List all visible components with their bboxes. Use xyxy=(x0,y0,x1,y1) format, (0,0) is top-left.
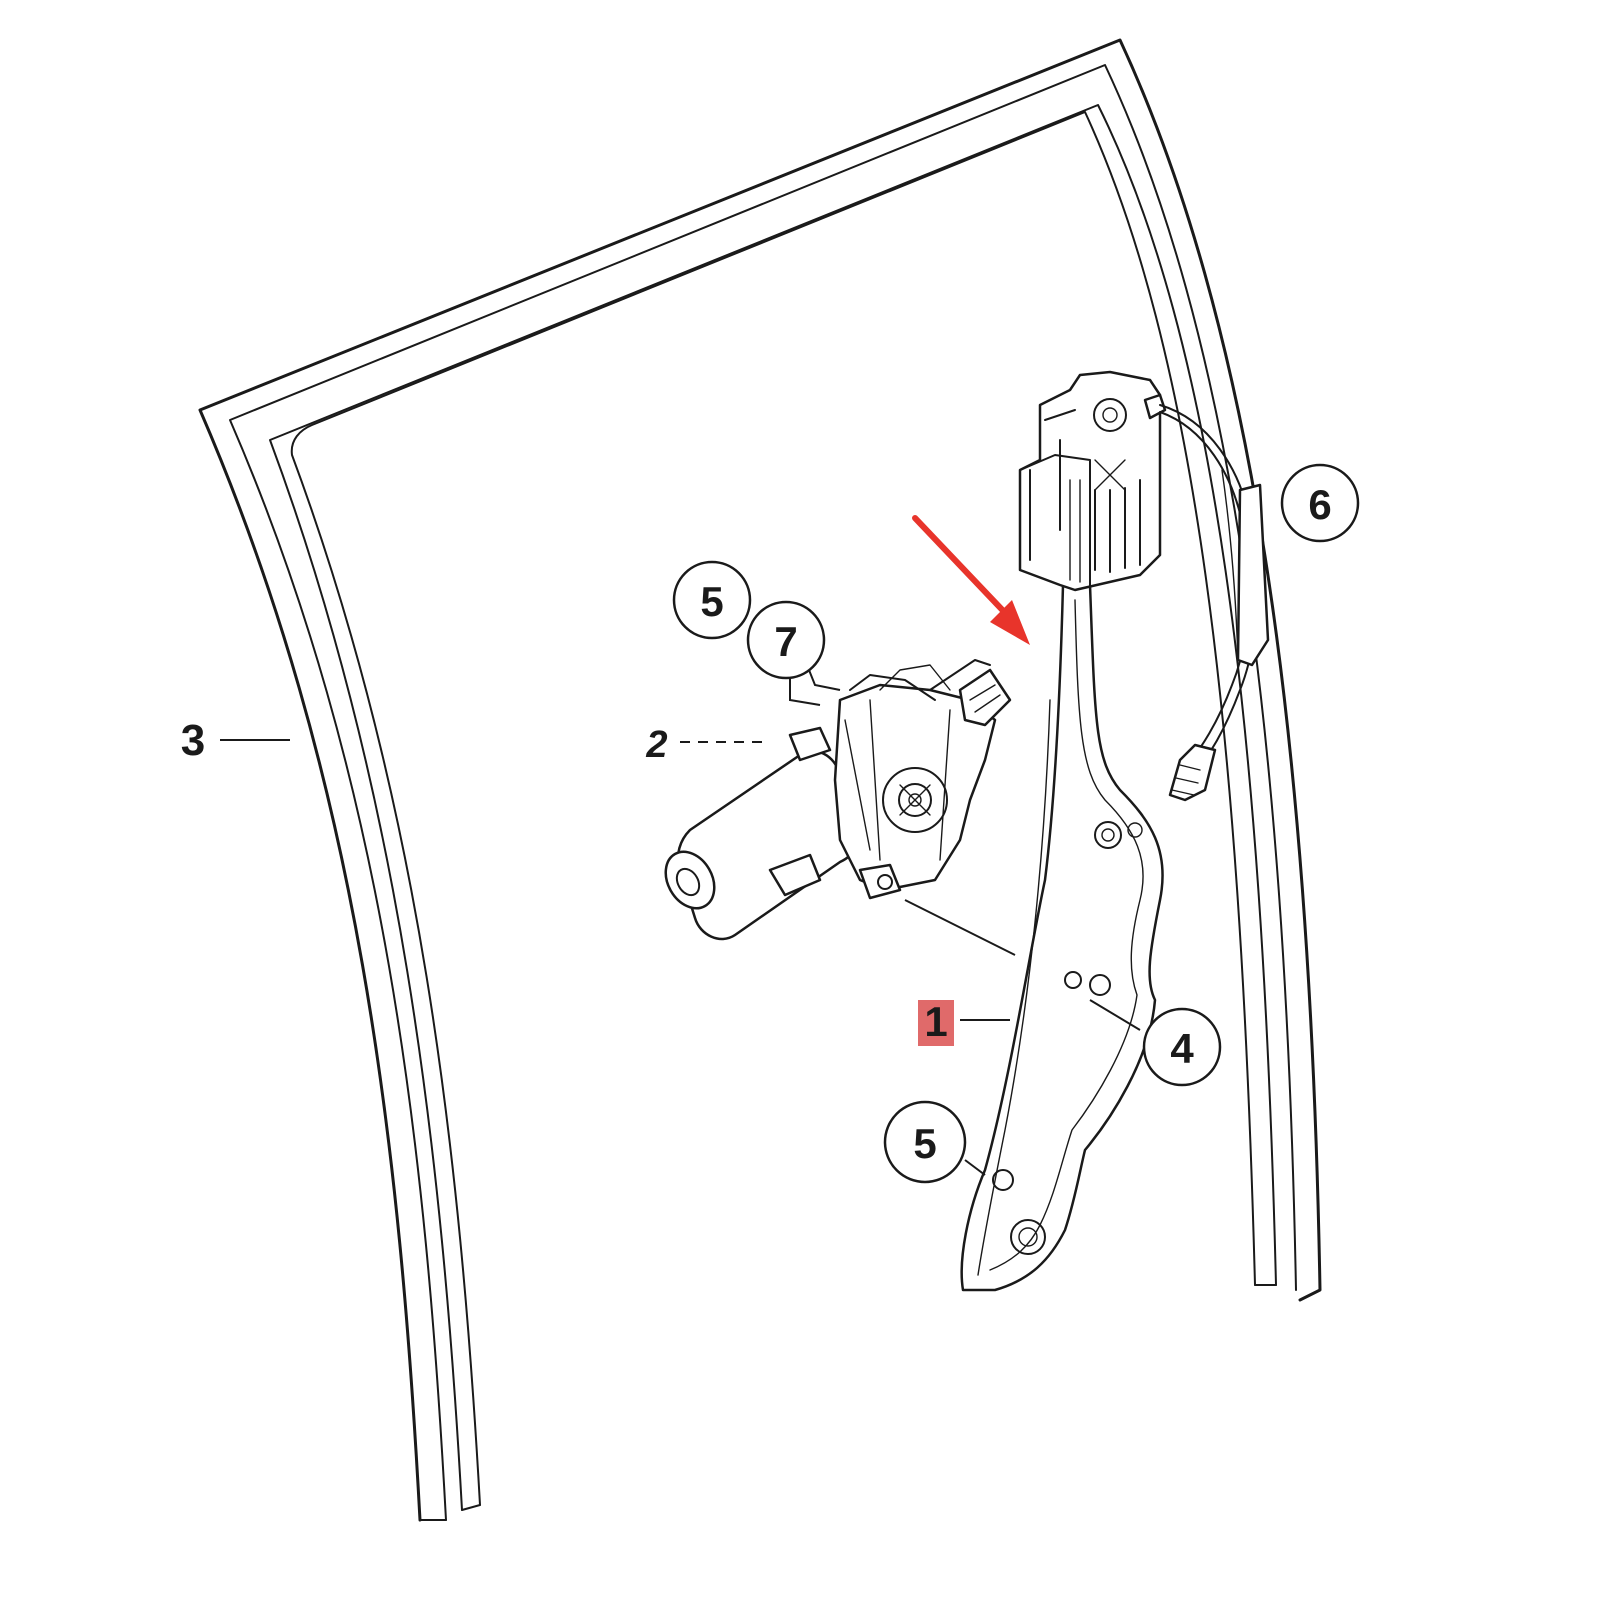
callout-5-top-label: 5 xyxy=(700,578,723,625)
callout-6-label: 6 xyxy=(1308,481,1331,528)
regulator-cable xyxy=(1159,404,1270,802)
callout-7: 7 xyxy=(746,600,826,680)
glass-carrier-block xyxy=(1018,370,1167,592)
red-arrow-icon xyxy=(912,515,1030,645)
callout-4-label: 4 xyxy=(1170,1025,1194,1072)
callout-4: 4 xyxy=(1142,1007,1222,1087)
callout-5-top: 5 xyxy=(672,560,752,640)
regulator-rail xyxy=(960,583,1164,1292)
callout-1-label: 1 xyxy=(924,998,947,1045)
callout-1: 1 xyxy=(918,998,954,1046)
callout-5-bottom: 5 xyxy=(883,1100,967,1184)
door-frame-seal xyxy=(198,38,1322,1522)
callout-2: 2 xyxy=(645,724,667,766)
callout-5-bottom-label: 5 xyxy=(913,1120,936,1167)
callout-1-highlight xyxy=(918,1000,954,1046)
window-motor xyxy=(664,659,1012,941)
callout-6: 6 xyxy=(1280,463,1360,543)
callout-3-label: 3 xyxy=(181,716,205,765)
callout-3: 3 xyxy=(181,716,205,765)
callout-7-label: 7 xyxy=(774,618,797,665)
callout-2-label: 2 xyxy=(645,724,667,766)
